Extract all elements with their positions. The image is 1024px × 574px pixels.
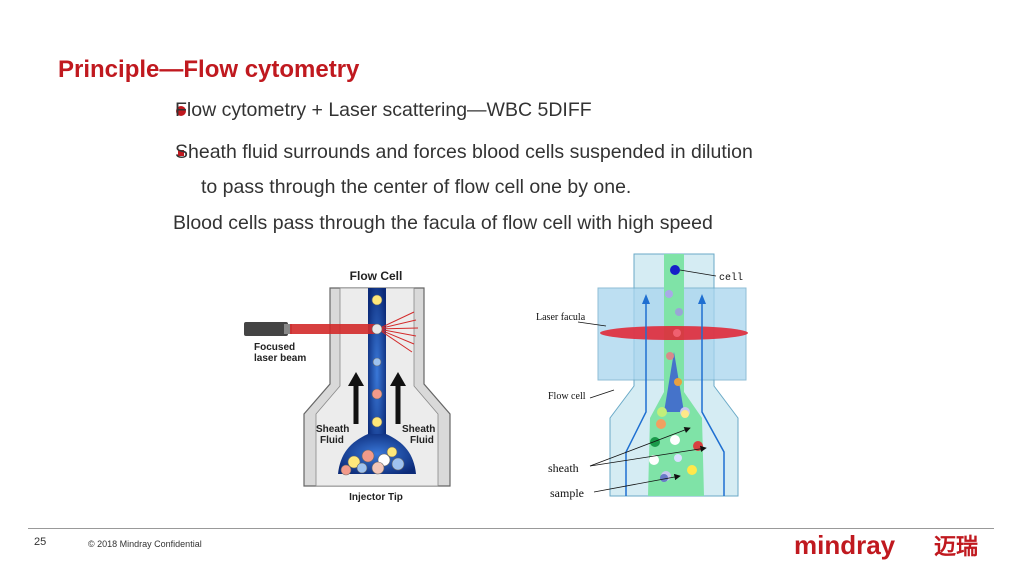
sheath-flow-diagram: cell Laser facula Flow cell sheath sampl…: [536, 253, 748, 500]
cell-blue: [372, 357, 382, 367]
cell-lilac: [665, 290, 673, 298]
flow-cell-label: Flow cell: [548, 391, 586, 402]
sample-label: sample: [550, 486, 584, 500]
laser-leader: [577, 321, 607, 327]
mindray-logo: mindray 迈瑞: [794, 530, 978, 560]
sheath-label: sheath: [548, 461, 579, 475]
cell-red: [371, 388, 383, 400]
sheath-left-line-2: Fluid: [320, 435, 344, 446]
sheath-right-line-1: Sheath: [402, 424, 435, 435]
bullet-sheath-line-1: Sheath fluid surrounds and forces blood …: [175, 141, 753, 163]
laser-facula-label: Laser facula: [536, 312, 586, 323]
cell-orange: [674, 378, 682, 386]
cell-label: cell: [719, 272, 743, 284]
laser-device: [244, 322, 288, 336]
flow-cell-title: Flow Cell: [350, 269, 403, 283]
flow-cell-diagram: Flow Cell Focused laser beam Sheath Flui…: [244, 269, 451, 503]
cell-leader: [679, 269, 717, 277]
slide-title: Principle—Flow cytometry: [58, 56, 360, 83]
sample-leader: [593, 473, 681, 493]
bullet-square-icon: [178, 150, 184, 156]
cell-yellow: [371, 416, 383, 428]
laser-label-line-2: laser beam: [254, 353, 306, 364]
laser-nozzle: [284, 324, 292, 334]
cell-pink: [666, 352, 674, 360]
bullet-flow-cytometry: Flow cytometry + Laser scattering—WBC 5D…: [175, 99, 592, 121]
bullet-dot-icon: [176, 106, 186, 116]
cell-white: [371, 323, 383, 335]
sheath-leader: [589, 426, 691, 467]
cell-lilac: [675, 308, 683, 316]
injector-tip-label: Injector Tip: [349, 492, 403, 503]
logo-chinese: 迈瑞: [934, 535, 978, 560]
logo-latin: mindray: [794, 530, 896, 560]
cell-yellow: [371, 294, 383, 306]
cell-red: [673, 329, 681, 337]
blood-cells-statement: Blood cells pass through the facula of f…: [173, 212, 713, 234]
sheath-left-line-1: Sheath: [316, 424, 349, 435]
scatter-rays: [377, 311, 419, 353]
footer-divider: [28, 528, 994, 529]
sample-stream: [368, 288, 386, 458]
copyright-text: © 2018 Mindray Confidential: [88, 539, 202, 549]
laser-label-line-1: Focused: [254, 342, 295, 353]
page-number: 25: [34, 536, 47, 548]
sheath-right-line-2: Fluid: [410, 435, 434, 446]
injector-cells: [340, 446, 405, 476]
bullet-sheath-line-2: to pass through the center of flow cell …: [201, 176, 632, 198]
sheath-flow-arrows: [625, 300, 725, 496]
cell-blue: [670, 265, 680, 275]
laser-beam: [290, 324, 376, 334]
flow-cell-leader: [589, 389, 615, 399]
